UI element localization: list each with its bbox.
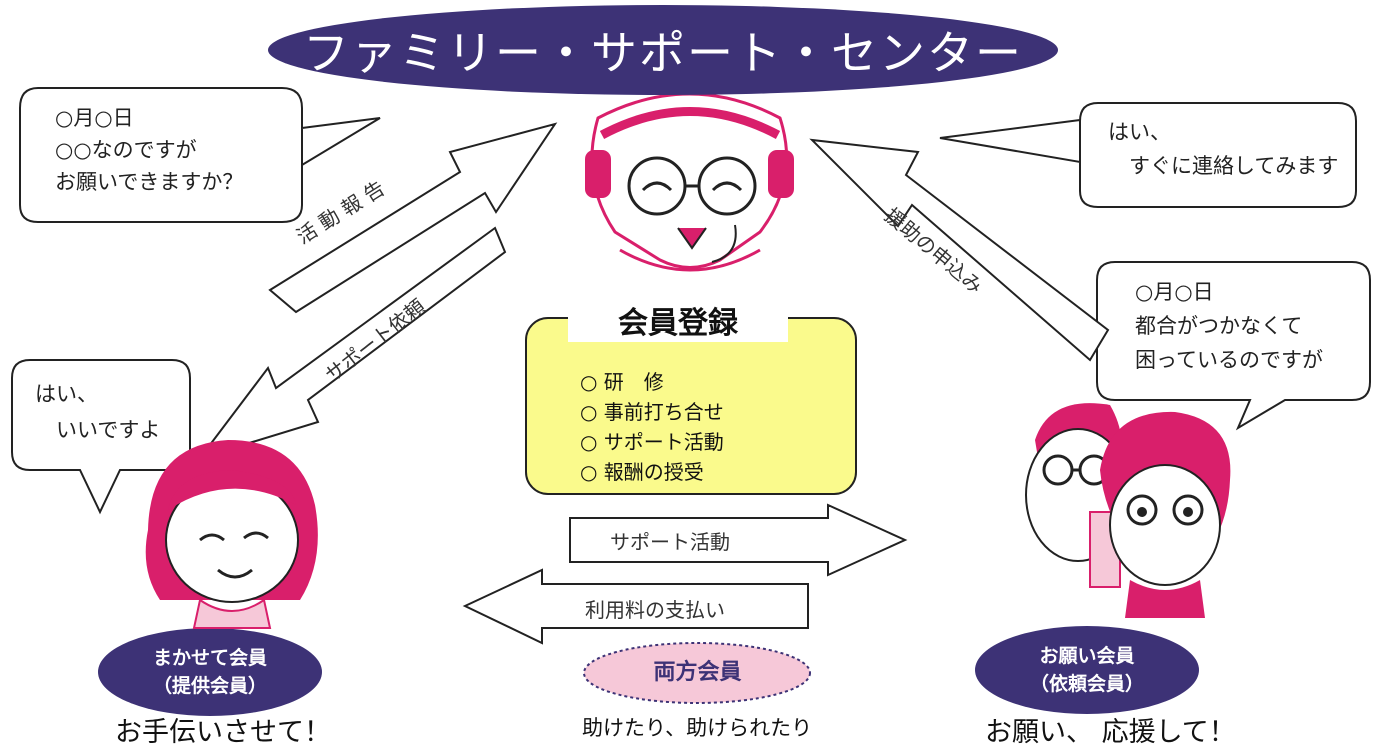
- provider-ellipse: [98, 628, 322, 716]
- bubble-center-left-line1: ○月○日: [55, 106, 134, 130]
- requester-ellipse: [975, 626, 1199, 714]
- both-role-label: 両方会員: [653, 660, 742, 685]
- speech-bubble-requester: [1096, 261, 1371, 431]
- bubble-center-right-line1: はい、: [1108, 120, 1171, 144]
- bubble-provider-line2: いいですよ: [35, 418, 161, 442]
- registration-item-prior-meeting: ○ 事前打ち合せ: [580, 400, 724, 424]
- bubble-requester-line2: 都合がつかなくて: [1135, 314, 1303, 338]
- speech-bubble-provider: [11, 359, 191, 515]
- bubble-center-left-line2: ○○なのですが: [55, 138, 197, 162]
- requester-tagline: お願い、 応援して！: [985, 717, 1236, 748]
- provider-tagline: お手伝いさせて！: [115, 717, 331, 748]
- arrow-label-fee-payment: 利用料の支払い: [585, 598, 725, 622]
- registration-item-compensation: ○ 報酬の授受: [580, 460, 704, 484]
- staff-with-headset-icon: [585, 92, 794, 272]
- both-ellipse: [583, 642, 811, 704]
- arrow-activity-report: [268, 122, 558, 314]
- bubble-center-right-line2: すぐに連絡してみます: [1108, 154, 1339, 178]
- speech-bubble-center-right: [939, 102, 1357, 208]
- bubble-requester-line1: ○月○日: [1135, 280, 1214, 304]
- bubble-provider-line1: はい、: [35, 382, 98, 406]
- both-tagline: 助けたり、助けられたり: [582, 716, 813, 740]
- registration-title: 会員登録: [568, 298, 788, 342]
- arrow-label-support-activity: サポート活動: [610, 530, 730, 554]
- title-banner: [268, 5, 1058, 95]
- arrow-fee-payment: [462, 568, 809, 645]
- provider-role-label: まかせて会員 （提供会員）: [152, 647, 267, 697]
- bubble-requester-line3: 困っているのですが: [1135, 348, 1323, 372]
- page-title: ファミリー・サポート・センター: [303, 26, 1023, 80]
- arrow-support-activity: [569, 503, 908, 577]
- requester-parent-child-icon: [1025, 403, 1231, 618]
- provider-woman-icon: [145, 440, 318, 629]
- requester-role-label: お願い会員 （依頼会員）: [1029, 645, 1144, 695]
- arrow-application: [809, 138, 1110, 362]
- bubble-center-left-line3: お願いできますか？: [55, 170, 244, 194]
- registration-item-training: ○ 研 修: [580, 370, 664, 394]
- arrow-support-request: [197, 226, 507, 460]
- registration-item-support-activity: ○ サポート活動: [580, 430, 724, 454]
- speech-bubble-center-left: [19, 87, 381, 223]
